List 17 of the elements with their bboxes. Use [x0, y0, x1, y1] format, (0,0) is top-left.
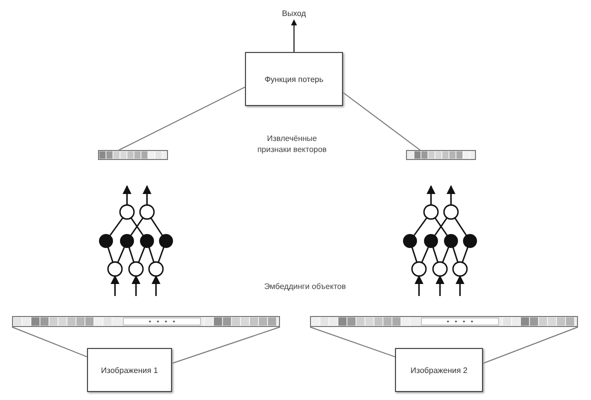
connector-line: [342, 92, 420, 150]
process-box: Изображения 2: [395, 348, 483, 392]
connector-line: [172, 326, 280, 364]
connector-line: [310, 326, 396, 358]
process-box: Изображения 1: [87, 348, 172, 392]
output-label: Выход: [278, 6, 310, 20]
vector-bar: [98, 150, 168, 160]
vector-bar: [406, 150, 476, 160]
vector-bar: [12, 316, 280, 327]
connector-line: [482, 326, 578, 364]
vector-bar: [310, 316, 578, 327]
caption-text: Эмбеддинги объектов: [263, 282, 347, 293]
connector-line: [118, 86, 246, 150]
connector-line: [12, 326, 88, 358]
arrow: [291, 19, 297, 52]
process-box: Функция потерь: [245, 52, 343, 106]
caption-text: Извлечённые признаки векторов: [257, 134, 327, 156]
